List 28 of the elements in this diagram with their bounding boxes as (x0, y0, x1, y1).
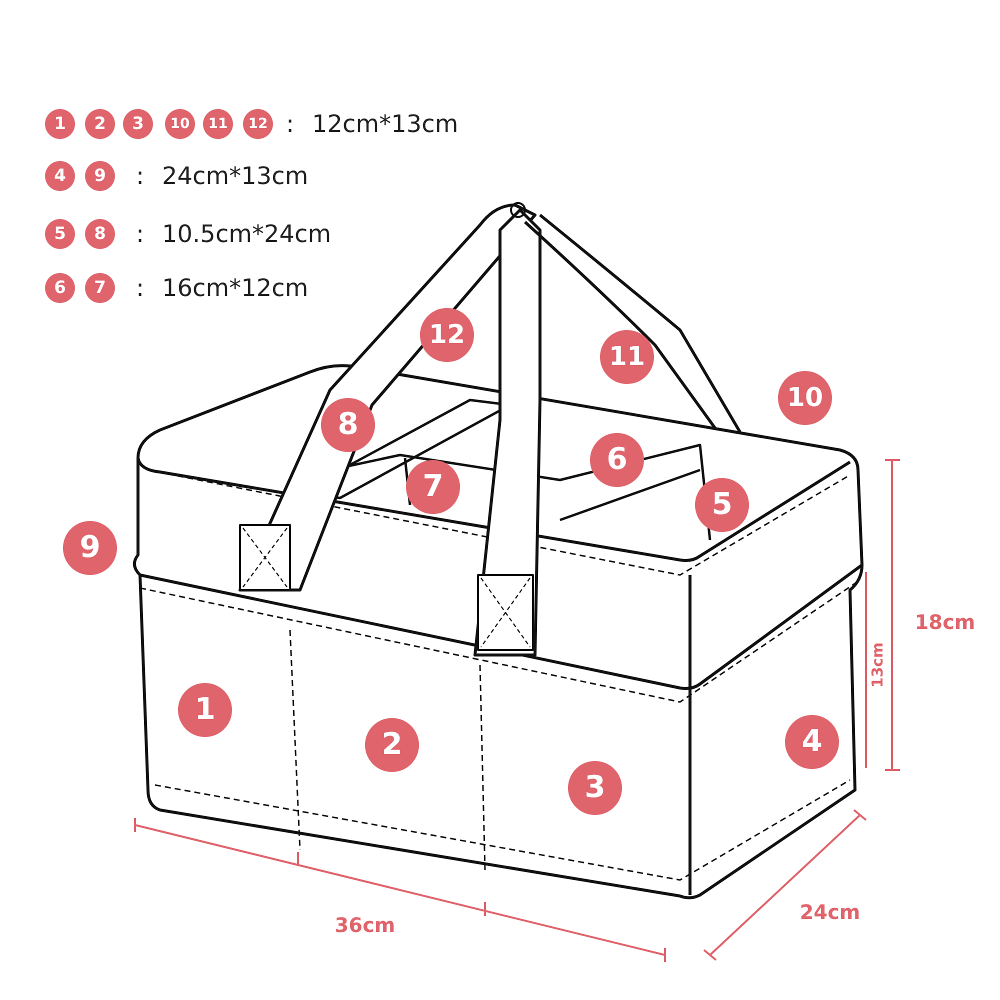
callout-number: 6 (45, 273, 75, 303)
dimension-text: : (136, 164, 144, 188)
dimension-label: 13cm (870, 642, 886, 688)
dimension-text: : (136, 276, 144, 300)
callout-number: 11 (600, 330, 654, 384)
dimension-label: 18cm (914, 612, 976, 632)
callout-number: 10 (778, 371, 832, 425)
callout-number: 7 (85, 273, 115, 303)
callout-number: 11 (203, 109, 233, 139)
callout-number: 8 (85, 219, 115, 249)
callout-number: 2 (85, 109, 115, 139)
dimension-label: 36cm (334, 915, 396, 935)
callout-number: 4 (45, 161, 75, 191)
callout-number: 10 (165, 109, 195, 139)
callout-number: 9 (63, 521, 117, 575)
callout-number: 1 (45, 109, 75, 139)
callout-number: 3 (123, 109, 153, 139)
dimension-text: : (136, 222, 144, 246)
callout-number: 5 (45, 219, 75, 249)
dimension-text: 24cm*13cm (162, 164, 308, 188)
dimension-text: 10.5cm*24cm (162, 222, 332, 246)
callout-number: 12 (243, 109, 273, 139)
dimension-text: 16cm*12cm (162, 276, 308, 300)
dimension-text: 12cm*13cm (312, 112, 458, 136)
callout-number: 9 (85, 161, 115, 191)
dimension-label: 24cm (800, 902, 860, 922)
callout-number: 12 (420, 308, 474, 362)
dimension-text: : (286, 112, 294, 136)
